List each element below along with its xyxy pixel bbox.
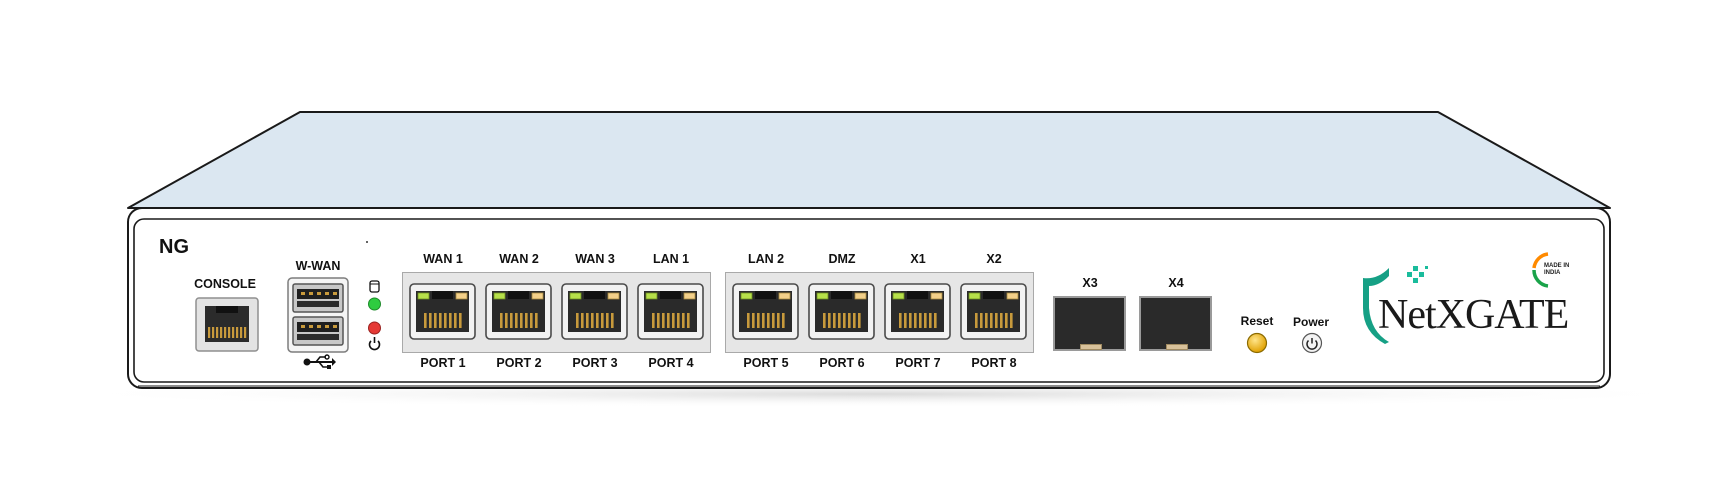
port-top-label: X1	[910, 252, 926, 266]
rj45-pins	[576, 313, 614, 328]
rj45-pins	[500, 313, 538, 328]
rj45-port-6[interactable]	[808, 283, 875, 340]
power-label: Power	[1292, 315, 1330, 329]
sfp-label: X4	[1168, 276, 1184, 290]
port-top-label: X2	[986, 252, 1002, 266]
activity-led	[778, 292, 791, 300]
rj45-port-8[interactable]	[960, 283, 1027, 340]
usb-ports	[287, 277, 349, 353]
port-top-label: WAN 1	[423, 252, 463, 266]
link-led	[968, 292, 981, 300]
activity-led	[607, 292, 620, 300]
chassis-top	[127, 111, 1611, 209]
reset-label: Reset	[1240, 314, 1274, 328]
port-top-label: LAN 2	[747, 252, 785, 266]
activity-led	[1006, 292, 1019, 300]
storage-icon	[369, 280, 380, 293]
power-button[interactable]	[1301, 332, 1323, 354]
indicator-dot	[366, 241, 368, 243]
status-leds	[368, 280, 381, 351]
made-in-india-badge	[1532, 252, 1549, 288]
rj45-port-2[interactable]	[485, 283, 552, 340]
port-top-label: LAN 1	[652, 252, 690, 266]
rj45-port-3[interactable]	[561, 283, 628, 340]
sfp-port-x3[interactable]	[1053, 296, 1126, 351]
port-bottom-label: PORT 7	[895, 356, 941, 370]
rj45-port-1[interactable]	[409, 283, 476, 340]
rj45-pins	[975, 313, 1013, 328]
usb-icon	[303, 354, 336, 369]
rj45-pins	[652, 313, 690, 328]
sfp-label: X3	[1082, 276, 1098, 290]
rj45-pins	[424, 313, 462, 328]
port-bottom-label: PORT 2	[496, 356, 542, 370]
sfp-latch	[1080, 344, 1102, 350]
link-led	[892, 292, 905, 300]
console-label: CONSOLE	[194, 277, 256, 291]
rj45-pins	[747, 313, 785, 328]
sfp-port-x4[interactable]	[1139, 296, 1212, 351]
port-bottom-label: PORT 8	[971, 356, 1017, 370]
port-top-label: DMZ	[828, 252, 856, 266]
activity-led	[854, 292, 867, 300]
sfp-latch	[1166, 344, 1188, 350]
brand-wordmark: NetXGATE	[1378, 292, 1569, 338]
led-green	[368, 297, 381, 311]
link-led	[569, 292, 582, 300]
rj45-port-7[interactable]	[884, 283, 951, 340]
link-led	[493, 292, 506, 300]
led-red	[368, 321, 381, 335]
port-bottom-label: PORT 4	[648, 356, 694, 370]
console-port[interactable]	[195, 297, 259, 352]
port-bottom-label: PORT 6	[819, 356, 865, 370]
port-top-label: WAN 3	[575, 252, 615, 266]
activity-led	[930, 292, 943, 300]
usb-port-2	[292, 316, 344, 346]
activity-led	[683, 292, 696, 300]
power-icon	[368, 337, 381, 351]
port-top-label: WAN 2	[499, 252, 539, 266]
port-bottom-label: PORT 1	[420, 356, 466, 370]
rj45-port-5[interactable]	[732, 283, 799, 340]
model-label: NG	[159, 236, 189, 258]
usb-port-1	[292, 283, 344, 313]
rj45-pins	[899, 313, 937, 328]
link-led	[645, 292, 658, 300]
wwan-label: W-WAN	[295, 259, 341, 273]
power-icon	[1306, 339, 1318, 350]
activity-led	[455, 292, 468, 300]
link-led	[417, 292, 430, 300]
rj45-pins	[823, 313, 861, 328]
link-led	[740, 292, 753, 300]
front-bezel	[133, 218, 1605, 383]
port-bottom-label: PORT 5	[743, 356, 789, 370]
link-led	[816, 292, 829, 300]
brand-shield-logo	[1363, 266, 1428, 344]
rj45-port-4[interactable]	[637, 283, 704, 340]
activity-led	[531, 292, 544, 300]
made-in-india-text: MADE IN INDIA	[1544, 263, 1570, 276]
reset-button[interactable]	[1246, 332, 1268, 354]
port-bottom-label: PORT 3	[572, 356, 618, 370]
